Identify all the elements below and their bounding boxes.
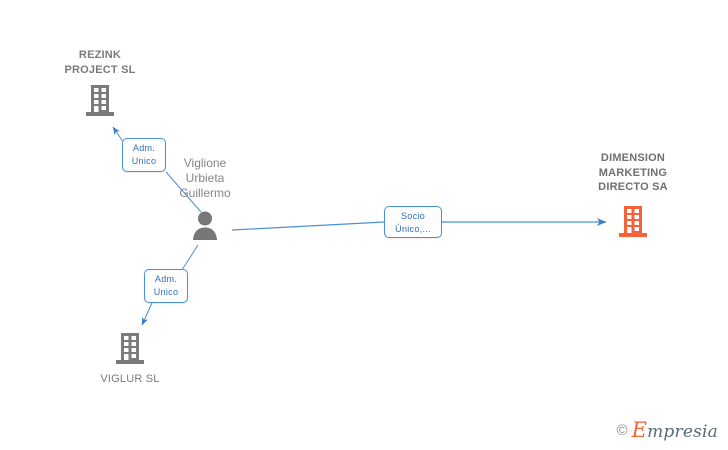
copyright-icon: © [616,421,628,439]
person-icon [193,211,217,240]
edge-line-admunico-bottom-to-viglur [141,302,153,326]
node-viglione[interactable]: Viglione Urbieta Guillermo [168,156,242,246]
edge-line-viglione-to-admunico-bottom [179,244,199,274]
brand-wordmark: Empresia [632,418,718,442]
brand-rest: mpresia [647,422,718,442]
node-label-dimension: DIMENSION MARKETING DIRECTO SA [598,152,668,193]
edge-line-viglione-to-admunico-top [165,171,202,213]
edge-label-adm-unico-rezink[interactable]: Adm. Unico [122,138,166,172]
node-dimension[interactable]: DIMENSION MARKETING DIRECTO SA [573,151,693,241]
building-icon [116,333,144,364]
node-viglur[interactable]: VIGLUR SL [84,332,176,388]
edge-label-socio-unico[interactable]: Socio Único,... [384,206,442,238]
building-icon [619,206,647,237]
node-label-rezink: REZINK PROJECT SL [64,49,136,76]
watermark: © Empresia [617,418,718,442]
brand-initial: E [631,418,648,442]
node-label-viglur: VIGLUR SL [100,373,160,385]
node-rezink[interactable]: REZINK PROJECT SL [52,48,148,128]
building-icon [86,85,114,116]
edge-line-viglione-to-sociounico [231,221,386,231]
node-label-viglione: Viglione Urbieta Guillermo [179,156,231,200]
edge-label-adm-unico-viglur[interactable]: Adm. Unico [144,269,188,303]
